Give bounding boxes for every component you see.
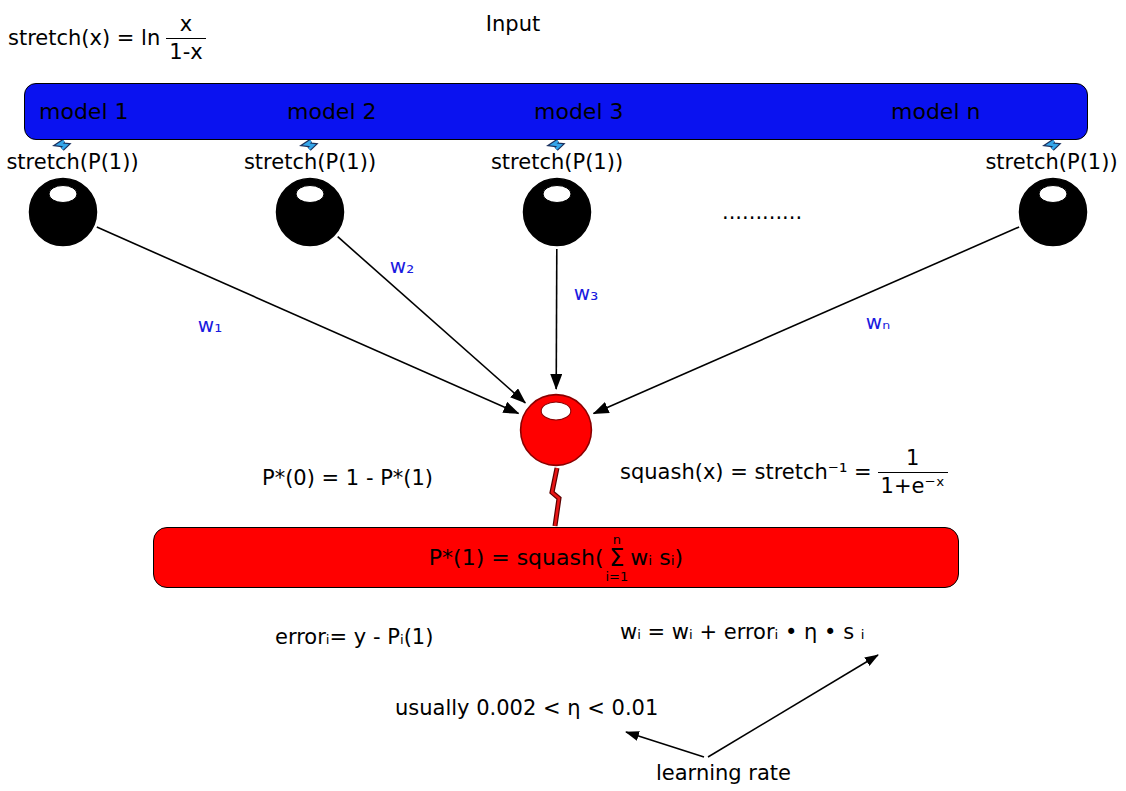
- model-label: model 3: [534, 99, 624, 124]
- stretch-node: stretch(P(1)): [4, 150, 141, 247]
- bolt-outline: [553, 141, 560, 149]
- connector: [306, 141, 313, 149]
- formula-label: stretch(x) = lnx1-x: [8, 12, 206, 63]
- weight-connector: [338, 237, 526, 403]
- formula-text: wᵢ sᵢ): [630, 545, 683, 570]
- sum-part: Σ: [609, 546, 624, 570]
- model-label: model n: [891, 99, 980, 124]
- formula-label: usually 0.002 < η < 0.01: [395, 696, 658, 720]
- connector: [594, 227, 1020, 414]
- formula-label: ............: [722, 200, 802, 224]
- weight-connector: [594, 227, 1020, 414]
- blue-bolt: [306, 141, 313, 149]
- model-label: model 2: [287, 99, 377, 124]
- stretch-node: stretch(P(1)): [983, 150, 1120, 247]
- label-text: errorᵢ= y - Pᵢ(1): [275, 625, 433, 649]
- label-text: learning rate: [656, 761, 791, 785]
- ball-outline: [519, 393, 593, 467]
- stretch-label: stretch(P(1)): [4, 150, 141, 174]
- ball-body: [524, 179, 591, 246]
- blue-bolt: [553, 141, 560, 149]
- sum-part: n: [613, 533, 621, 546]
- red-bolt: [552, 468, 559, 526]
- model-band: model 1 model 2 model 3 model n: [24, 83, 1088, 140]
- ball-highlight: [541, 402, 571, 420]
- numerator: x: [177, 12, 195, 37]
- ball-outline: [1018, 177, 1088, 247]
- numerator: 1: [903, 446, 922, 471]
- weight-label: w₃: [574, 282, 598, 305]
- label-text: ............: [722, 200, 802, 224]
- ball-outline: [28, 177, 98, 247]
- label-text: Input: [486, 12, 540, 36]
- bolt-outline: [306, 141, 313, 149]
- ball-highlight: [1039, 186, 1067, 203]
- blue-bolt: [1049, 141, 1056, 149]
- ball-outline: [275, 177, 345, 247]
- formula-label: Input: [486, 12, 540, 36]
- leader-arrow: [708, 655, 878, 757]
- bolt-outline: [59, 141, 66, 149]
- ball-outline: [522, 177, 592, 247]
- ball-body: [1020, 179, 1087, 246]
- ball-shape: [1018, 177, 1088, 247]
- sum-part: i=1: [606, 570, 629, 583]
- fraction: 11+e⁻ˣ: [878, 446, 948, 497]
- label-text: stretch(x) = ln: [8, 26, 160, 50]
- weight-connector: [555, 249, 557, 389]
- ball-body: [521, 395, 592, 466]
- ball-highlight: [543, 186, 571, 203]
- ball-body: [30, 179, 97, 246]
- bolt-outline: [552, 468, 559, 526]
- bolt-outline: [1049, 141, 1056, 149]
- formula-label: errorᵢ= y - Pᵢ(1): [275, 625, 433, 649]
- blue-bolt: [59, 141, 66, 149]
- label-text: wᵢ = wᵢ + errorᵢ • η • s ᵢ: [620, 620, 865, 644]
- stretch-label: stretch(P(1)): [489, 150, 626, 174]
- sum-stack: nΣi=1: [606, 533, 629, 583]
- label-text: squash(x) = stretch⁻¹ =: [620, 460, 872, 484]
- ball-shape: [522, 177, 592, 247]
- output-band: P*(1) = squash(nΣi=1wᵢ sᵢ): [153, 527, 959, 588]
- connector: [59, 141, 66, 149]
- ball-highlight: [49, 186, 77, 203]
- denominator: 1-x: [166, 38, 205, 64]
- stretch-label: stretch(P(1)): [242, 150, 379, 174]
- connector: [556, 249, 558, 389]
- connector: [552, 468, 559, 526]
- formula-text: P*(1) = squash(: [429, 545, 604, 570]
- formula-label: learning rate: [656, 761, 791, 785]
- formula-label: P*(0) = 1 - P*(1): [262, 466, 433, 490]
- stretch-label: stretch(P(1)): [983, 150, 1120, 174]
- connector: [97, 227, 519, 413]
- leader-arrow: [626, 732, 704, 757]
- connector: [1049, 141, 1056, 149]
- ball-shape: [275, 177, 345, 247]
- stretch-node: stretch(P(1)): [242, 150, 379, 247]
- model-label: model 1: [39, 99, 129, 124]
- ball-highlight: [296, 186, 324, 203]
- fraction: x1-x: [166, 12, 205, 63]
- ball-shape: [28, 177, 98, 247]
- connector: [553, 141, 560, 149]
- formula-label: wᵢ = wᵢ + errorᵢ • η • s ᵢ: [620, 620, 865, 644]
- weight-label: w₁: [198, 314, 222, 337]
- label-text: P*(0) = 1 - P*(1): [262, 466, 433, 490]
- weight-label: w₂: [390, 255, 414, 278]
- connector: [338, 237, 526, 403]
- ball-body: [277, 179, 344, 246]
- mixer-node: [519, 393, 593, 467]
- formula-label: squash(x) = stretch⁻¹ =11+e⁻ˣ: [620, 446, 948, 497]
- denominator: 1+e⁻ˣ: [878, 472, 948, 498]
- weight-label: wₙ: [866, 311, 890, 334]
- weight-connector: [97, 227, 519, 413]
- stretch-node: stretch(P(1)): [489, 150, 626, 247]
- label-text: usually 0.002 < η < 0.01: [395, 696, 658, 720]
